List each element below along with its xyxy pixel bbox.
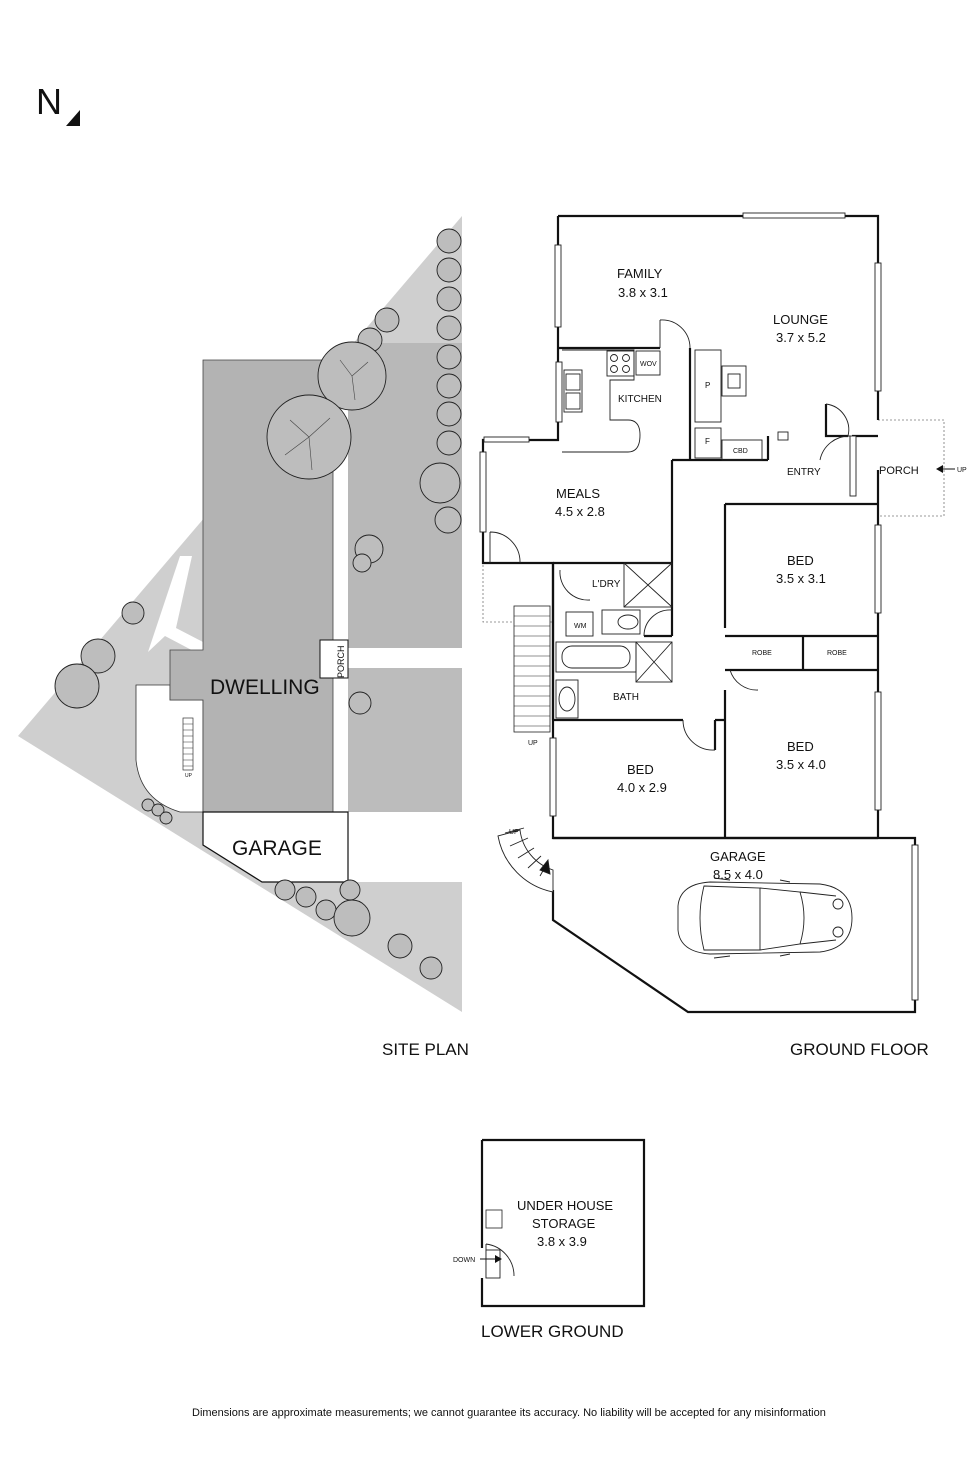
porch-up-label: UP (957, 467, 967, 474)
car-icon (677, 877, 853, 959)
site-garage (202, 811, 349, 883)
disclaimer: Dimensions are approximate measurements;… (192, 1407, 826, 1419)
family-label: FAMILY (617, 266, 663, 281)
deck-outline (482, 565, 553, 623)
porch-outline (878, 419, 945, 517)
bed3-label: BED (627, 762, 654, 777)
down-arrow-icon (480, 1255, 502, 1263)
site-stair (182, 717, 194, 771)
site-porch-label: PORCH (336, 645, 346, 678)
site-plan-title: SITE PLAN (382, 1040, 469, 1059)
fridge-label: F (705, 437, 710, 446)
family-size: 3.8 x 3.1 (618, 285, 668, 300)
bath-label: BATH (613, 692, 639, 703)
storage-label-1: UNDER HOUSE (517, 1198, 613, 1213)
site-porch (319, 639, 349, 679)
garage-walls (551, 836, 917, 1014)
down-label: DOWN (453, 1257, 475, 1264)
meals-size: 4.5 x 2.8 (555, 504, 605, 519)
ground-floor-title: GROUND FLOOR (790, 1040, 929, 1059)
laundry-label: L'DRY (592, 579, 621, 590)
site-dwelling-label: DWELLING (210, 676, 320, 699)
meals-label: MEALS (556, 486, 600, 501)
bed2-size: 3.5 x 4.0 (776, 757, 826, 772)
lounge-label: LOUNGE (773, 312, 828, 327)
north-letter: N (36, 81, 62, 122)
pantry-label: P (705, 381, 710, 390)
storage-walls (480, 1138, 646, 1308)
site-path-west (148, 556, 203, 656)
bed3-size: 4.0 x 2.9 (617, 780, 667, 795)
kitchen-benches (562, 349, 789, 461)
porch-up-arrow-icon (936, 465, 955, 473)
stair-up-label: UP (528, 740, 538, 747)
site-path-north (203, 343, 333, 360)
bed2-label: BED (787, 739, 814, 754)
robe2-label: ROBE (827, 650, 847, 657)
bed1-size: 3.5 x 3.1 (776, 571, 826, 586)
garage-size: 8.5 x 4.0 (713, 867, 763, 882)
site-driveway (348, 812, 462, 882)
site-garage-label: GARAGE (232, 837, 322, 860)
bath-fixtures (555, 641, 673, 719)
north-arrow-icon (66, 110, 80, 126)
outer-walls (481, 214, 880, 840)
storage-door (485, 1243, 515, 1279)
laundry-fixtures (565, 562, 673, 637)
lounge-size: 3.7 x 5.2 (776, 330, 826, 345)
kitchen-label: KITCHEN (618, 394, 662, 405)
bed1-label: BED (787, 553, 814, 568)
storage-label-2: STORAGE (532, 1216, 596, 1231)
site-path-front (348, 648, 462, 668)
garage-label: GARAGE (710, 849, 766, 864)
site-trees (54, 228, 462, 980)
windows (479, 212, 919, 1001)
porch-label: PORCH (879, 465, 919, 477)
cupboard-label: CBD (733, 448, 748, 455)
garage-stair-up-label: UP (509, 829, 519, 836)
wall-oven-label: WOV (640, 361, 657, 368)
doors (489, 319, 851, 751)
site-rear-yard (348, 343, 462, 648)
lower-ground-plan: DOWN UNDER HOUSE STORAGE 3.8 x 3.9 LOWER… (453, 1138, 646, 1341)
ground-floor-plan: FAMILY 3.8 x 3.1 LOUNGE 3.7 x 5.2 KITCHE… (479, 212, 967, 1059)
north-compass: N (36, 81, 80, 126)
garage-stair (497, 827, 554, 893)
site-plan: PORCH UP DWELLING GARAGE SITE PLAN (18, 216, 469, 1059)
site-stair-up: UP (185, 773, 193, 779)
main-stair (513, 605, 551, 733)
washing-machine-label: WM (574, 623, 587, 630)
storage-fixture (485, 1209, 503, 1229)
robe1-label: ROBE (752, 650, 772, 657)
site-front-yard (348, 668, 462, 812)
lower-ground-title: LOWER GROUND (481, 1322, 624, 1341)
internal-walls (551, 346, 878, 838)
entry-label: ENTRY (787, 467, 821, 478)
storage-size: 3.8 x 3.9 (537, 1234, 587, 1249)
